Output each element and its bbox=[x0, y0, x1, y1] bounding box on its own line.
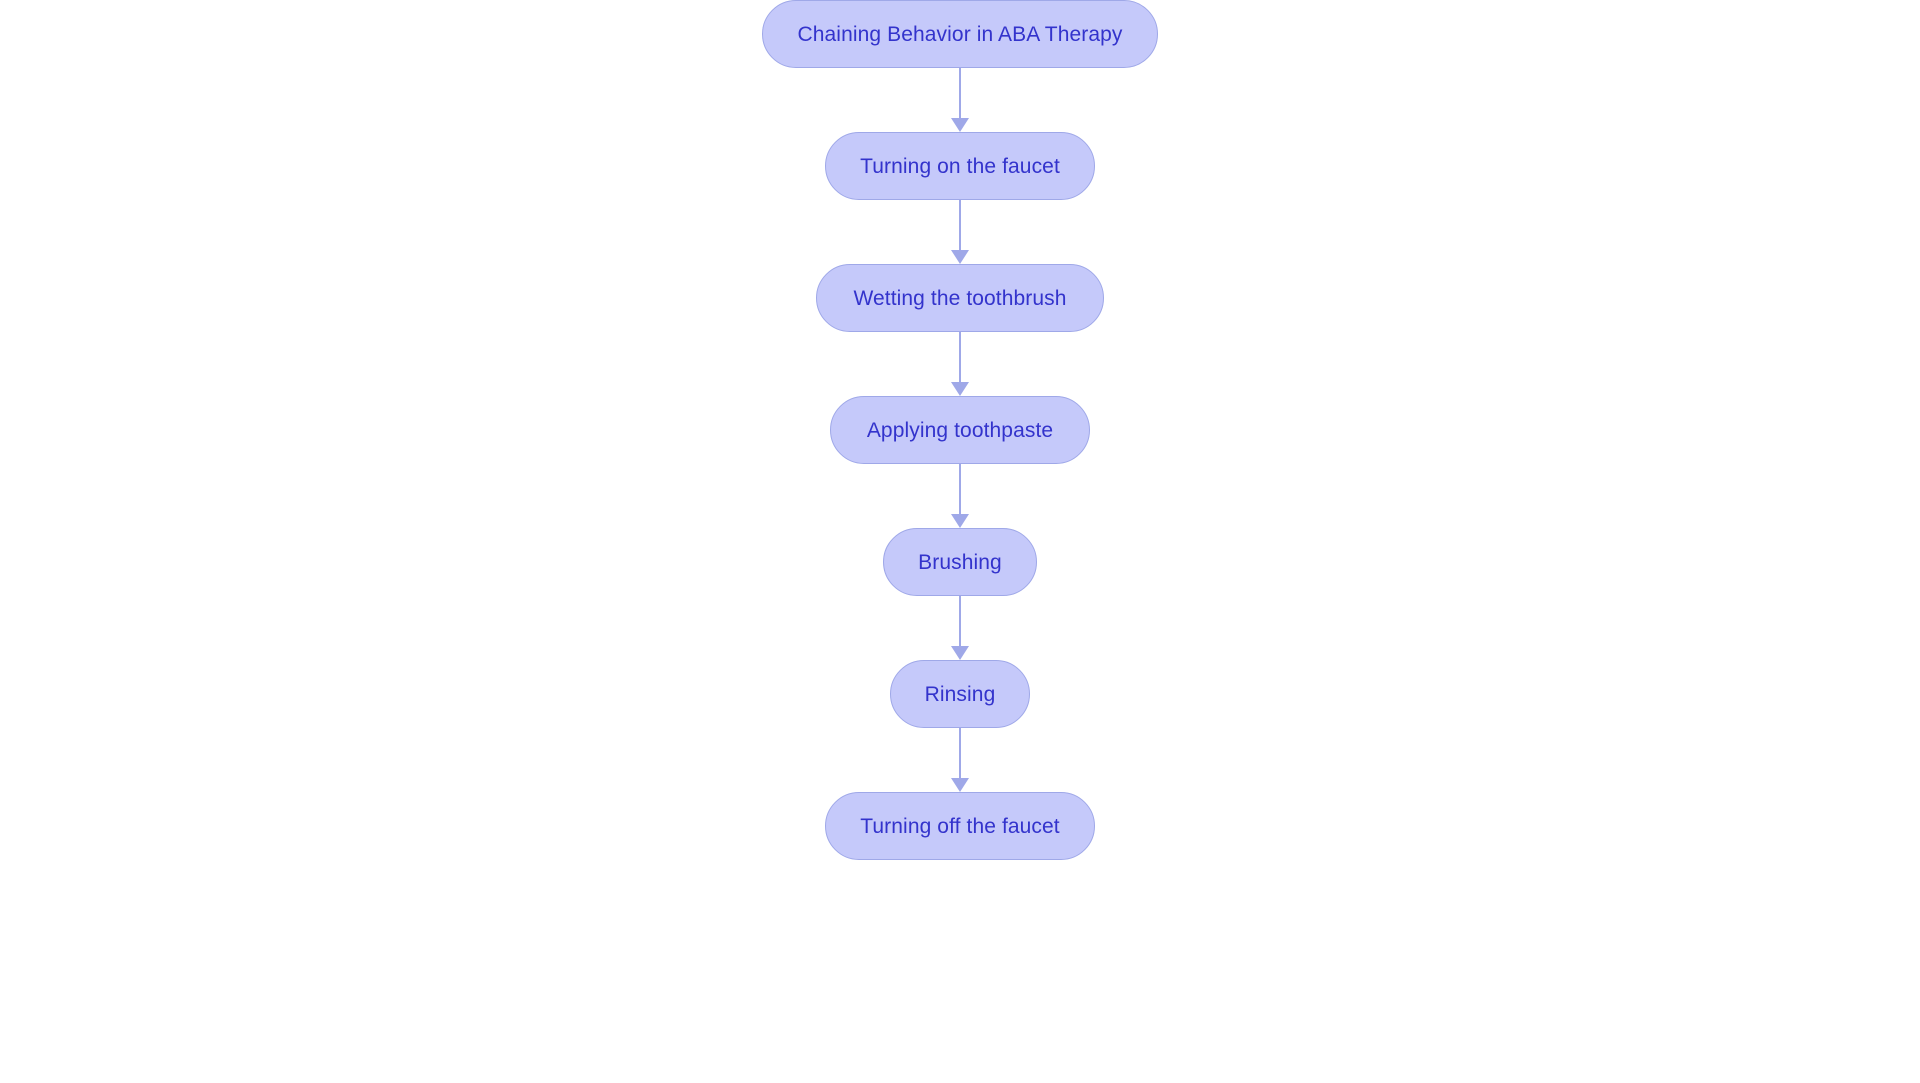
flow-node-brushing[interactable]: Brushing bbox=[883, 528, 1037, 596]
flow-connector-arrow-1 bbox=[948, 68, 972, 132]
flow-node-label: Wetting the toothbrush bbox=[853, 286, 1067, 310]
arrow-head-down-icon bbox=[951, 382, 969, 396]
connector-line bbox=[959, 596, 961, 648]
flow-node-label: Brushing bbox=[918, 550, 1002, 574]
flow-node-faucet-off[interactable]: Turning off the faucet bbox=[825, 792, 1095, 860]
connector-line bbox=[959, 200, 961, 252]
arrow-head-down-icon bbox=[951, 118, 969, 132]
arrow-head-down-icon bbox=[951, 778, 969, 792]
arrow-head-down-icon bbox=[951, 514, 969, 528]
flow-connector-arrow-4 bbox=[948, 464, 972, 528]
flow-node-title[interactable]: Chaining Behavior in ABA Therapy bbox=[762, 0, 1158, 68]
flow-node-label: Turning on the faucet bbox=[860, 154, 1060, 178]
flow-node-label: Turning off the faucet bbox=[860, 814, 1060, 838]
flow-node-label: Rinsing bbox=[924, 682, 996, 706]
connector-line bbox=[959, 728, 961, 780]
flow-connector-arrow-5 bbox=[948, 596, 972, 660]
connector-line bbox=[959, 332, 961, 384]
flow-node-label: Applying toothpaste bbox=[866, 418, 1054, 442]
connector-line bbox=[959, 68, 961, 120]
arrow-head-down-icon bbox=[951, 250, 969, 264]
flow-connector-arrow-2 bbox=[948, 200, 972, 264]
flow-connector-arrow-3 bbox=[948, 332, 972, 396]
flow-node-toothpaste[interactable]: Applying toothpaste bbox=[830, 396, 1090, 464]
flowchart-chain: Chaining Behavior in ABA Therapy Turning… bbox=[762, 0, 1158, 860]
flow-node-wet-brush[interactable]: Wetting the toothbrush bbox=[816, 264, 1104, 332]
flow-node-faucet-on[interactable]: Turning on the faucet bbox=[825, 132, 1095, 200]
flow-node-label: Chaining Behavior in ABA Therapy bbox=[797, 22, 1123, 46]
flow-connector-arrow-6 bbox=[948, 728, 972, 792]
connector-line bbox=[959, 464, 961, 516]
arrow-head-down-icon bbox=[951, 646, 969, 660]
flow-node-rinsing[interactable]: Rinsing bbox=[889, 660, 1031, 728]
